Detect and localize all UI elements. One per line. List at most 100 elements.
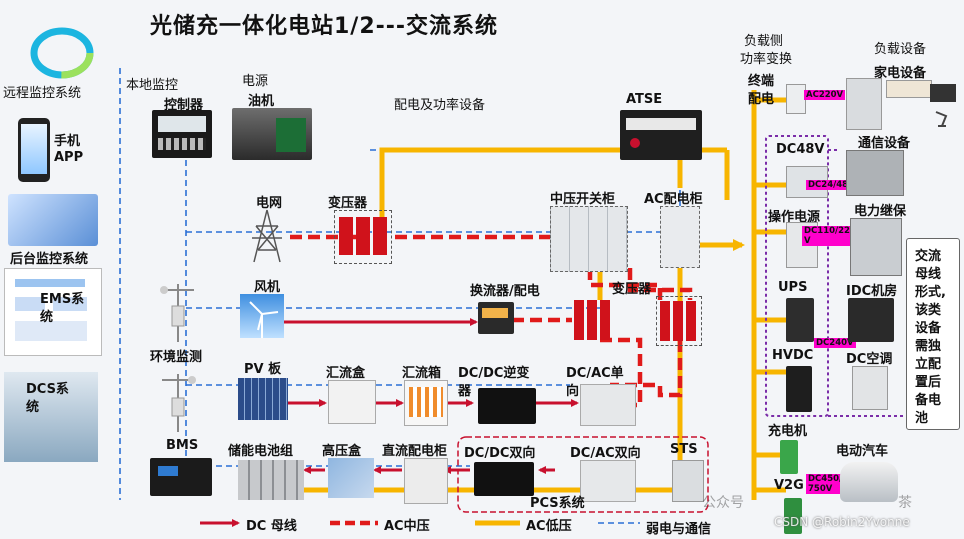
note-line-4: 该类	[915, 303, 942, 318]
load-equipment-header: 负载设备	[874, 42, 927, 57]
dc-cabinet-device	[404, 458, 448, 504]
comm-equipment-label: 通信设备	[858, 136, 911, 151]
v2g-label: V2G	[774, 478, 804, 493]
phone-icon	[18, 118, 50, 182]
dc110-badge: DC110/220 V	[802, 226, 858, 246]
controller-device	[152, 110, 212, 158]
wind-label: 风机	[254, 280, 281, 295]
ac-cabinet-device	[660, 206, 700, 268]
transformer2a-device	[572, 296, 612, 344]
pv-panel-icon	[238, 378, 288, 420]
terminal-label-2: 配电	[748, 92, 775, 107]
weather-station-icon	[158, 276, 198, 342]
ev-car-icon	[840, 462, 898, 502]
dcdc-inverter-device	[478, 388, 536, 424]
wind-turbine-icon	[240, 294, 284, 338]
bms-label: BMS	[166, 438, 199, 453]
transformer2b-device	[656, 296, 702, 346]
ups-device	[786, 298, 814, 342]
converter-device	[478, 302, 514, 334]
combiner-box-label: 汇流箱	[402, 366, 442, 381]
note-line-8: 置后	[915, 375, 942, 390]
legend-weak: 弱电与通信	[646, 522, 712, 537]
wechat-watermark: 公众号	[702, 495, 744, 511]
dcdc-bi-label: DC/DC双向	[464, 446, 536, 461]
dc-ac-unit	[852, 366, 888, 410]
transformer2-label: 变压器	[612, 282, 652, 297]
idc-rack	[848, 298, 894, 342]
laptop-icon	[930, 84, 956, 102]
dcac-uni-label-2: 向	[566, 384, 580, 399]
power-equipment-header: 配电及功率设备	[394, 98, 486, 113]
ac-bus-note-box: 交流 母线 形式, 该类 设备 需独 立配 置后 备电 池	[906, 238, 960, 430]
converter-label: 换流器/配电	[470, 284, 540, 299]
load-side-header-2: 功率变换	[740, 52, 793, 67]
tea-watermark: 茶	[898, 495, 912, 511]
legend-ac-mv: AC中压	[384, 519, 430, 534]
ups-label: UPS	[778, 280, 808, 295]
mv-switchgear-device	[550, 206, 628, 272]
dcac-bi-label: DC/AC双向	[570, 446, 641, 461]
pcs-system-box	[457, 436, 709, 513]
backend-monitor-image	[8, 194, 98, 246]
terminal-label-1: 终端	[748, 74, 775, 89]
v2g-device	[784, 498, 802, 534]
dc48-label: DC48V	[776, 142, 825, 157]
hv-box-device	[328, 458, 374, 498]
sts-device	[672, 460, 704, 502]
combiner-device	[328, 380, 376, 424]
dc-ac-label: DC空调	[846, 352, 893, 367]
note-line-10: 池	[915, 411, 929, 426]
dcs-label-1: DCS系	[26, 382, 69, 397]
dcac-uni-device	[580, 384, 636, 426]
power-source-header: 电源	[242, 74, 269, 89]
grid-label: 电网	[256, 196, 283, 211]
legend-ac-lv: AC低压	[526, 519, 572, 534]
op-power-label: 操作电源	[768, 210, 821, 225]
note-line-3: 形式,	[915, 285, 946, 300]
grid-tower-icon	[246, 208, 288, 264]
pv-label: PV 板	[244, 362, 282, 377]
air-conditioner-icon	[886, 80, 932, 98]
local-monitor-header: 本地监控	[126, 78, 179, 93]
note-line-2: 母线	[915, 267, 942, 282]
note-line-5: 设备	[915, 321, 942, 336]
ac-cabinet-label: AC配电柜	[644, 192, 703, 207]
note-line-7: 立配	[915, 357, 942, 372]
weather-station-icon-2	[158, 366, 198, 432]
dcs-label-2: 统	[26, 400, 40, 415]
env-monitor-label: 环境监测	[150, 350, 203, 365]
mv-switchgear-label: 中压开关柜	[550, 192, 616, 207]
atse-device	[620, 110, 702, 160]
note-line-1: 交流	[915, 249, 942, 264]
transformer1-device	[334, 210, 392, 264]
dc240-badge: DC240V	[814, 338, 856, 348]
legend-dc-bus: DC 母线	[246, 519, 297, 534]
transformer1-label: 变压器	[328, 196, 368, 211]
dc-cabinet-label: 直流配电柜	[382, 444, 448, 459]
dcdc-bi-device	[474, 462, 534, 496]
hv-box-label: 高压盒	[322, 444, 362, 459]
dcs-room-image	[4, 372, 98, 462]
idc-room-label: IDC机房	[846, 284, 898, 299]
charger-label: 充电机	[768, 424, 808, 439]
lamp-icon	[934, 110, 950, 128]
note-line-6: 需独	[915, 339, 942, 354]
ac220-badge: AC220V	[804, 90, 846, 100]
comm-equipment-rack	[846, 150, 904, 196]
sts-label: STS	[670, 442, 698, 457]
dcdc-inverter-label-1: DC/DC逆变	[458, 366, 530, 381]
ac-low-voltage-lines	[300, 90, 786, 500]
dc-groups	[765, 135, 905, 417]
storage-label: 储能电池组	[228, 444, 294, 459]
ems-label-1: EMS系	[40, 292, 85, 307]
phone-app-label-1: 手机	[54, 134, 81, 149]
remote-monitor-header: 远程监控系统	[3, 86, 82, 101]
note-line-9: 备电	[915, 393, 942, 408]
hvdc-label: HVDC	[772, 348, 814, 363]
battery-bank-icon	[238, 460, 304, 500]
csdn-watermark: CSDN @Robin2Yvonne	[774, 515, 910, 529]
power-relay-cabinet	[850, 218, 902, 276]
ems-label-2: 统	[40, 310, 54, 325]
controller-label: 控制器	[164, 98, 204, 113]
